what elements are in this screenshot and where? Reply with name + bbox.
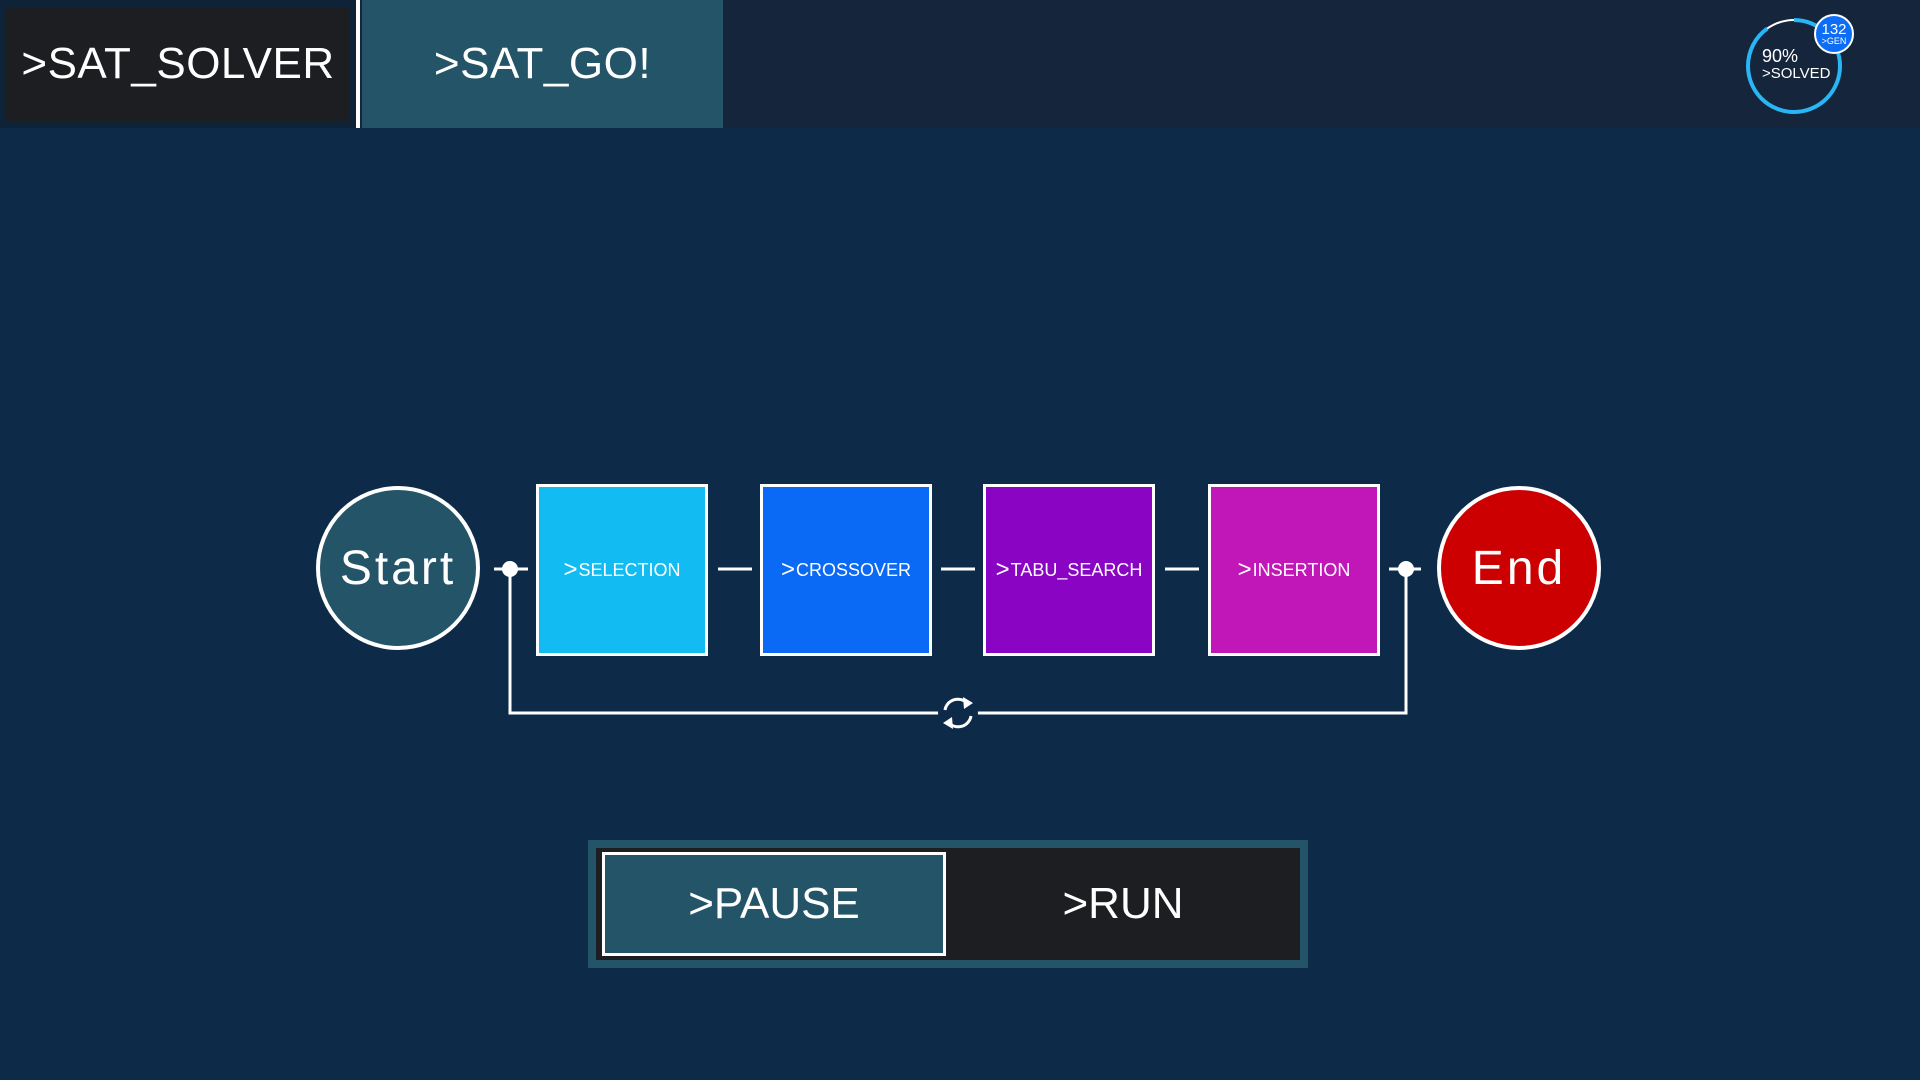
pause-button[interactable]: >PAUSE — [602, 852, 946, 956]
stage-crossover-prefix: > — [780, 556, 795, 583]
progress-ring — [1746, 18, 1842, 114]
end-node: End — [1437, 486, 1601, 650]
tab-sat-solver-inner: >SAT_SOLVER — [6, 7, 350, 121]
progress-ring-fill — [1746, 18, 1842, 114]
tab-sat-solver[interactable]: >SAT_SOLVER — [0, 0, 360, 128]
run-controls-track: >PAUSE >RUN — [596, 848, 1300, 960]
generation-label: >GEN — [1821, 36, 1847, 46]
refresh-icon — [938, 693, 978, 733]
stage-crossover-label: CROSSOVER — [795, 559, 912, 580]
run-label: >RUN — [1062, 879, 1184, 928]
loop-end-dot — [1398, 561, 1414, 577]
start-label: Start — [339, 541, 457, 595]
end-label: End — [1471, 541, 1567, 595]
top-bar: >SAT_SOLVER >SAT_GO! 90% >SOLVED 132 >GE… — [0, 0, 1920, 128]
progress-widget: 90% >SOLVED 132 >GEN — [1742, 14, 1854, 118]
run-controls: >PAUSE >RUN — [588, 840, 1308, 968]
stage-tabu-search-prefix: > — [995, 556, 1010, 583]
generation-count: 132 — [1821, 21, 1847, 38]
stage-insertion[interactable]: >INSERTION — [1208, 484, 1380, 656]
stage-insertion-prefix: > — [1237, 556, 1252, 583]
tab-sat-go[interactable]: >SAT_GO! — [362, 0, 723, 128]
start-node: Start — [316, 486, 480, 650]
solved-label: >SOLVED — [1762, 65, 1831, 82]
stage-crossover[interactable]: >CROSSOVER — [760, 484, 932, 656]
stage-selection-label: SELECTION — [578, 559, 681, 580]
stage-tabu-search[interactable]: >TABU_SEARCH — [983, 484, 1155, 656]
pause-label: >PAUSE — [688, 879, 860, 928]
run-button[interactable]: >RUN — [946, 848, 1300, 960]
tab-sat-go-label: >SAT_GO! — [433, 39, 652, 88]
tab-sat-solver-label: >SAT_SOLVER — [21, 39, 335, 88]
loop-start-dot — [502, 561, 518, 577]
generation-badge: 132 >GEN — [1814, 14, 1854, 54]
stage-insertion-label: INSERTION — [1252, 559, 1351, 580]
stage-selection[interactable]: >SELECTION — [536, 484, 708, 656]
stage-selection-prefix: > — [563, 556, 578, 583]
solved-percent: 90% — [1762, 46, 1799, 66]
stage-tabu-search-label: TABU_SEARCH — [1010, 559, 1143, 580]
